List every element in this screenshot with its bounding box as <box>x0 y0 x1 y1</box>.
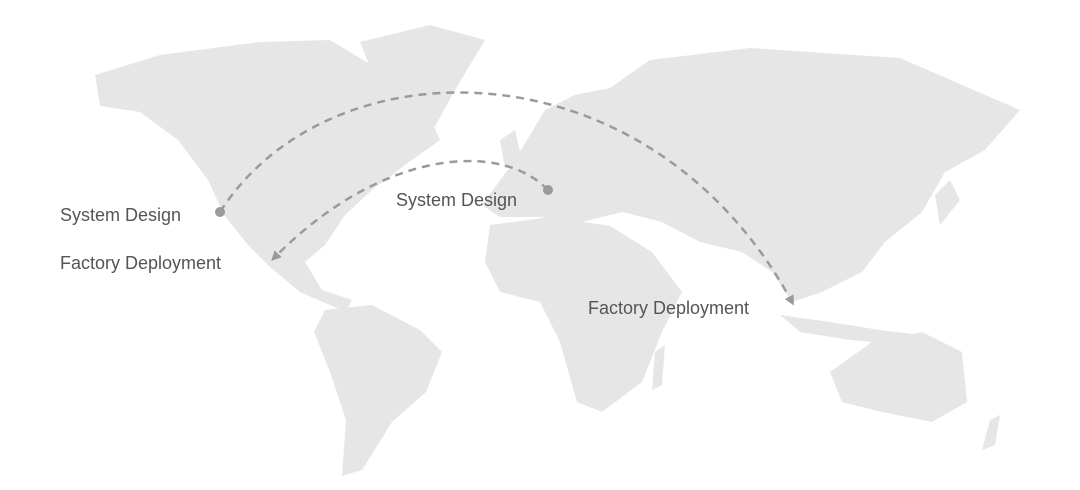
route-europe-to-mexico <box>271 159 549 261</box>
label-asia-factory-deployment: Factory Deployment <box>588 298 750 318</box>
south-america <box>314 305 442 476</box>
origin-dot-us <box>215 207 225 217</box>
uk-ireland <box>500 130 522 168</box>
madagascar <box>652 345 665 390</box>
greenland <box>360 25 485 150</box>
north-america <box>95 40 440 312</box>
indonesia <box>780 315 920 345</box>
new-zealand <box>982 415 1000 450</box>
australia <box>830 332 967 422</box>
label-europe-system-design: System Design <box>396 190 518 210</box>
origin-dot-europe <box>543 185 553 195</box>
landmasses <box>95 25 1020 476</box>
label-us-system-design: System Design <box>60 205 182 225</box>
route-us-to-asia <box>218 91 794 306</box>
japan <box>935 180 960 225</box>
africa <box>485 217 682 412</box>
label-mexico-factory-deployment: Factory Deployment <box>60 253 222 273</box>
eurasia <box>482 48 1020 302</box>
